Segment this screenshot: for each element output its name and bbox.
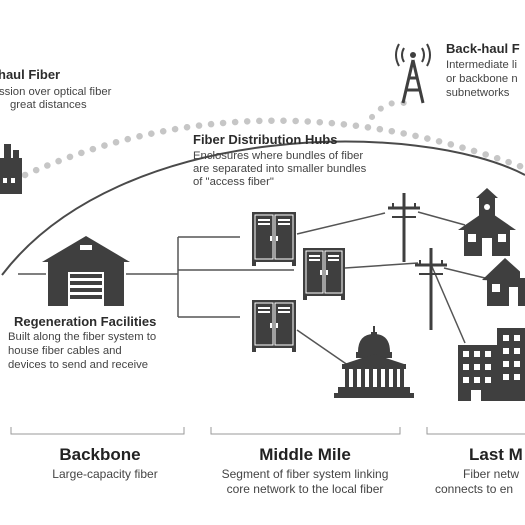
section-middle-mile-desc: core network to the local fiber: [226, 482, 384, 496]
network-arc: [1, 140, 525, 276]
school-house-icon: [458, 188, 516, 256]
utility-pole-icon: [388, 193, 420, 262]
back-haul-desc-line: Intermediate li: [446, 59, 517, 71]
utility-pole-icon: [415, 248, 447, 330]
hubs-desc-line: of "access fiber": [193, 176, 274, 188]
section-brackets: [10, 427, 525, 435]
long-haul-desc-line: great distances: [10, 99, 87, 111]
section-last-mile-desc: connects to en: [435, 482, 514, 496]
long-haul-title: haul Fiber: [0, 67, 61, 82]
connection-lines: [18, 211, 486, 371]
long-haul-dotted-arc: [21, 117, 525, 179]
back-haul-title: Back-haul F: [446, 41, 520, 56]
back-haul-dotted-path: [369, 99, 411, 120]
regen-desc-line: devices to send and receive: [8, 359, 149, 371]
hub-cabinet-middle: [303, 248, 345, 300]
factory-icon: [0, 144, 22, 194]
back-haul-desc-line: subnetworks: [446, 87, 510, 99]
regen-desc-line: Built along the fiber system to: [8, 331, 157, 343]
hub-cabinet-bottom: [252, 300, 296, 352]
back-haul-desc-line: or backbone n: [446, 73, 518, 85]
long-haul-desc-line: ssion over optical fiber: [0, 86, 112, 98]
section-last-mile-desc: Fiber netw: [463, 467, 520, 481]
section-middle-mile-title: Middle Mile: [259, 445, 351, 464]
regen-desc-line: house fiber cables and: [8, 345, 122, 357]
hubs-title: Fiber Distribution Hubs: [193, 132, 338, 147]
section-backbone-title: Backbone: [59, 445, 141, 464]
capitol-building-icon: [334, 326, 414, 398]
warehouse-icon: [42, 236, 130, 306]
hub-cabinet-top: [252, 212, 296, 266]
hubs-desc-line: are separated into smaller bundles: [193, 163, 367, 175]
apartment-buildings-icon: [458, 328, 525, 401]
regen-title: Regeneration Facilities: [14, 314, 157, 329]
house-icon: [482, 258, 525, 306]
hubs-desc-line: Enclosures where bundles of fiber: [193, 150, 364, 162]
section-middle-mile-desc: Segment of fiber system linking: [221, 467, 389, 481]
cell-tower-icon: [395, 43, 431, 104]
section-backbone-desc: Large-capacity fiber: [52, 467, 158, 481]
section-last-mile-title: Last M: [469, 445, 523, 464]
